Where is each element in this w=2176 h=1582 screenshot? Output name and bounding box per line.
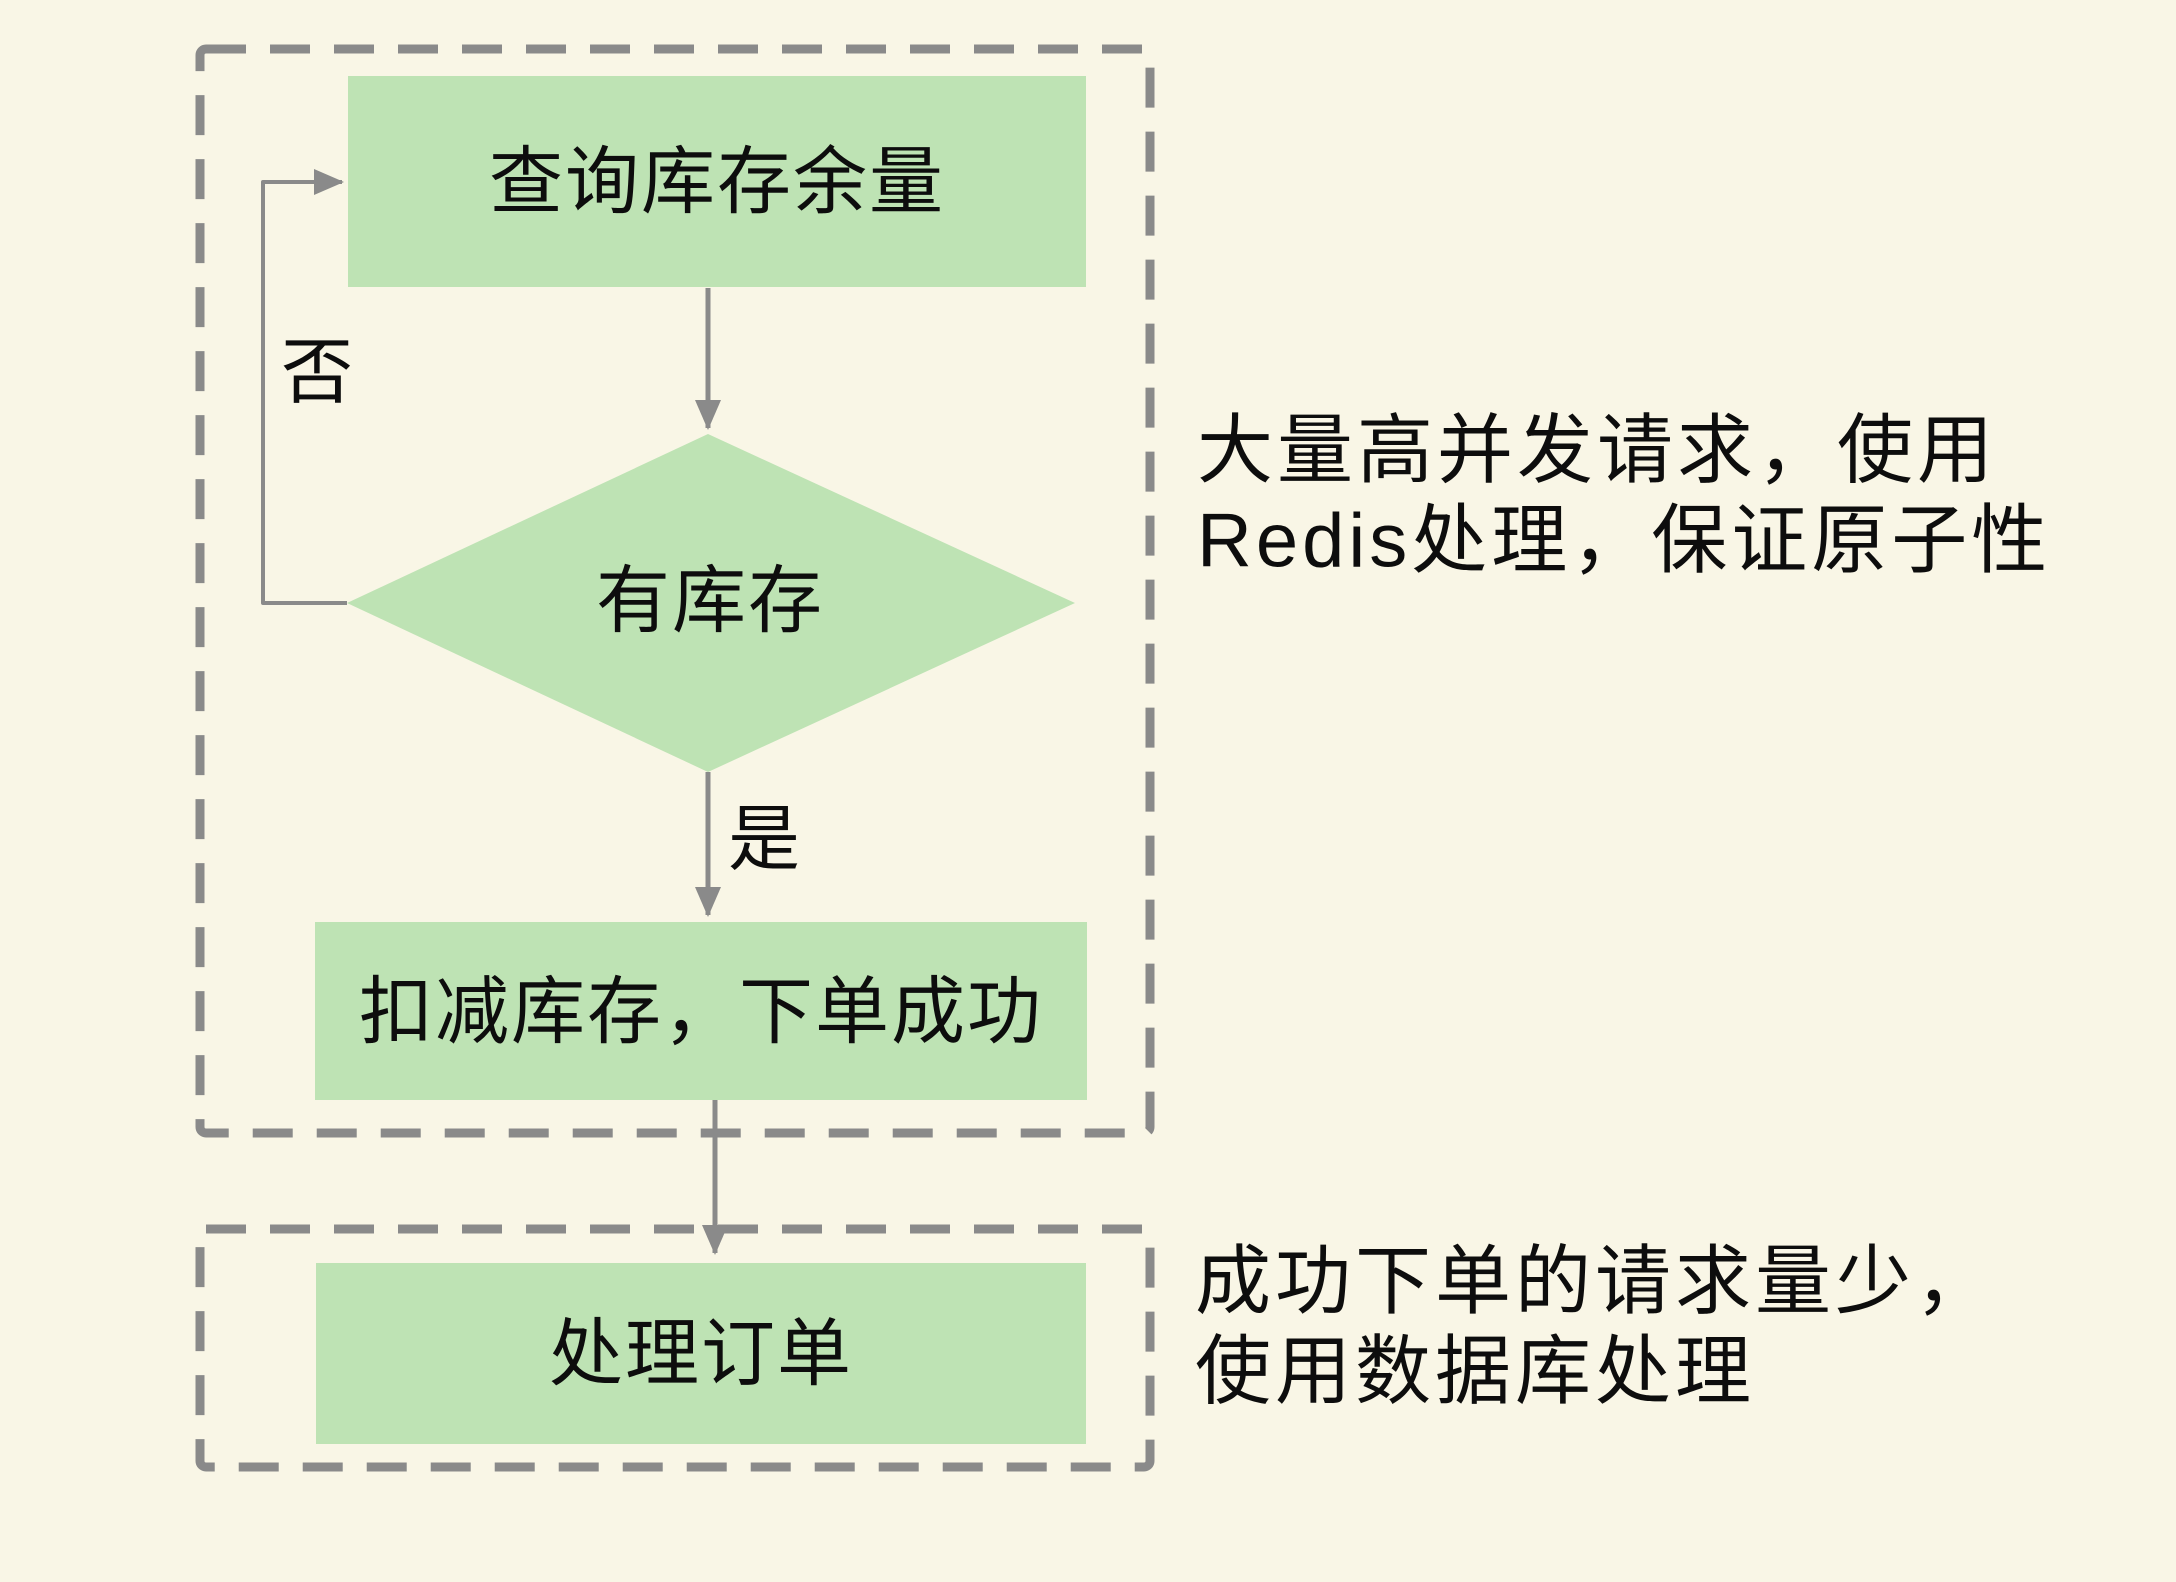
process-node-query-stock-label: 查询库存余量: [489, 140, 945, 223]
annotation-redis-line2: Redis处理，保证原子性: [1197, 499, 2051, 584]
process-node-handle-order: [316, 1263, 1086, 1444]
loop-arrow-no-branch: [261, 169, 347, 605]
process-node-deduct-stock-label: 扣减库存，下单成功: [359, 970, 1043, 1053]
process-node-deduct-stock: [315, 922, 1087, 1100]
annotation-database-line2: 使用数据库处理: [1195, 1330, 1755, 1415]
edge-label-no: 否: [281, 333, 353, 413]
edge-label-yes: 是: [728, 800, 800, 880]
annotation-redis-line1: 大量高并发请求，使用: [1197, 409, 1997, 494]
process-node-handle-order-label: 处理订单: [549, 1312, 853, 1395]
database-group-border: [195, 1224, 1155, 1472]
redis-group-border: [195, 44, 1155, 1138]
annotation-database-line1: 成功下单的请求量少，: [1195, 1240, 1995, 1325]
process-node-query-stock: [348, 76, 1086, 287]
decision-node-has-stock: [347, 434, 1075, 772]
decision-node-has-stock-label: 有库存: [596, 559, 824, 642]
